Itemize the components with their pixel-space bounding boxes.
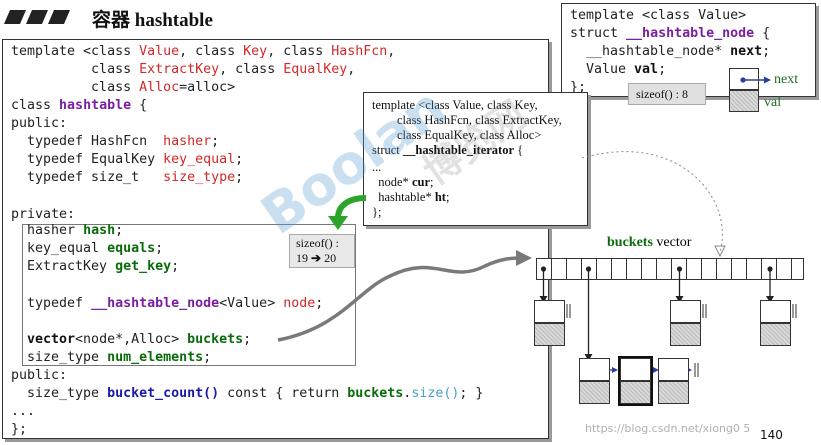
iter-line-6: node* cur; (372, 175, 434, 189)
dotted-arc (581, 151, 726, 258)
iter-line-8: }; (372, 205, 382, 219)
hash-node (579, 358, 610, 404)
code-line-12: ExtractKey get_key; (11, 259, 180, 274)
code-line-7: typedef EqualKey key_equal; (11, 152, 244, 167)
node-line-2: struct __hashtable_node { (570, 26, 771, 41)
grey-pointer-arrow (277, 250, 532, 342)
iter-line-7: hashtable* ht; (372, 190, 450, 204)
node-line-3: __hashtable_node* next; (570, 44, 771, 59)
hash-node (670, 300, 701, 346)
code-line-9: private: (11, 207, 76, 222)
code-line-5: public: (11, 116, 68, 131)
buckets-label: buckets vector (607, 235, 692, 250)
hash-node (658, 358, 689, 404)
legend-next-arrow (740, 76, 771, 84)
code-line-8: typedef size_t size_type; (11, 170, 244, 185)
footer-url: https://blog.csdn.net/xiong0 5 (585, 422, 751, 435)
code-line-10: hasher hash; (11, 223, 124, 238)
page-title: 容器 hashtable (92, 10, 213, 31)
node-line-4: Value val; (570, 62, 667, 77)
green-curved-arrow-icon (328, 195, 367, 230)
code-line-13: typedef __hashtable_node<Value> node; (11, 296, 324, 311)
page-number: 140 (760, 428, 783, 442)
code-line-6: typedef HashFcn hasher; (11, 134, 220, 149)
code-line-19: }; (11, 422, 28, 437)
code-line-17: size_type bucket_count() const { return … (11, 386, 484, 401)
code-line-15: size_type num_elements; (11, 350, 212, 365)
stripe-icon (4, 10, 70, 24)
code-line-16: public: (11, 368, 68, 383)
code-line-1: template <class Value, class Key, class … (11, 44, 396, 59)
code-line-2: class ExtractKey, class EqualKey, (11, 62, 356, 77)
code-line-14: vector<node*,Alloc> buckets; (11, 332, 252, 347)
hash-node-current (618, 356, 653, 406)
sizeof-main-value: 19 ➔ 20 (296, 251, 337, 265)
iter-line-3: class EqualKey, class Alloc> (372, 128, 542, 142)
sizeof-node-box: sizeof() : 8 (628, 83, 706, 105)
code-line-3: class Alloc=alloc> (11, 80, 236, 95)
sizeof-main-label: sizeof() : (296, 236, 339, 250)
title-bars-decoration (4, 6, 70, 26)
hashtable-node-struct-block: template <class Value> struct __hashtabl… (561, 3, 816, 112)
code-line-4: class hashtable { (11, 98, 148, 113)
legend-next-label: next (774, 72, 799, 87)
node-line-1: template <class Value> (570, 8, 747, 23)
code-line-11: key_equal equals; (11, 241, 164, 256)
sizeof-main-box: sizeof() : 19 ➔ 20 (289, 234, 355, 268)
hash-node (760, 300, 791, 346)
hash-node (534, 300, 565, 346)
iter-line-5: ... (372, 160, 382, 174)
legend-node (729, 68, 759, 112)
bucket-cell (791, 258, 804, 280)
code-line-18: ... (11, 404, 36, 419)
node-line-5: }; (570, 80, 587, 95)
sizeof-node-label: sizeof() : 8 (636, 87, 688, 101)
hashtable-iterator-struct-block: template <class Value, class Key, class … (363, 92, 588, 226)
iter-line-1: template <class Value, class Key, (372, 98, 538, 112)
iter-line-2: class HashFcn, class ExtractKey, (372, 113, 562, 127)
legend-val-label: val (764, 95, 782, 110)
iter-line-4: struct __hashtable_iterator { (372, 143, 524, 157)
